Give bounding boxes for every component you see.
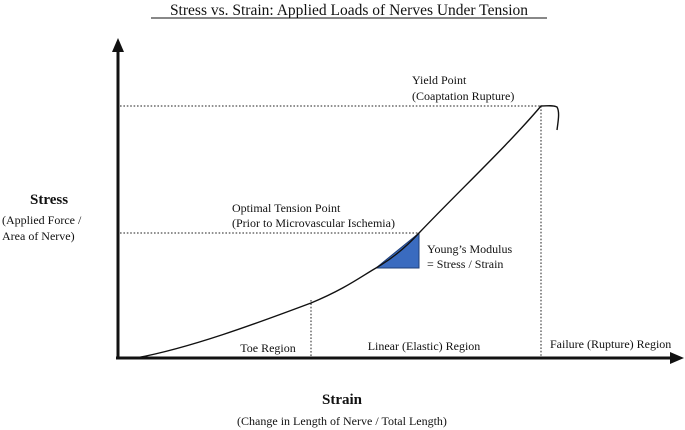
y-axis-sublabel-line-1: (Applied Force / — [2, 213, 82, 227]
toe-region-label: Toe Region — [240, 341, 295, 355]
failure-region-label: Failure (Rupture) Region — [550, 337, 671, 351]
linear-region-label: Linear (Elastic) Region — [368, 339, 481, 353]
youngs-modulus-label-line-1: Young’s Modulus — [427, 242, 512, 256]
x-axis-sublabel: (Change in Length of Nerve / Total Lengt… — [237, 414, 447, 428]
youngs-modulus-triangle — [374, 231, 420, 269]
y-axis-label: Stress — [30, 192, 68, 208]
y-axis-arrowhead — [112, 38, 124, 52]
optimal-tension-label-line-1: Optimal Tension Point — [232, 201, 341, 215]
y-axis-sublabel-line-2: Area of Nerve) — [2, 229, 75, 243]
youngs-modulus-label-line-2: = Stress / Strain — [427, 257, 503, 271]
optimal-tension-label-line-2: (Prior to Microvascular Ischemia) — [232, 216, 395, 230]
yield-point-label-line-1: Yield Point — [412, 73, 467, 87]
diagram-title: Stress vs. Strain: Applied Loads of Nerv… — [170, 2, 528, 19]
yield-point-label-line-2: (Coaptation Rupture) — [412, 89, 514, 103]
stress-strain-curve — [135, 105, 560, 359]
x-axis-label: Strain — [322, 392, 363, 408]
x-axis-arrowhead — [670, 352, 684, 364]
